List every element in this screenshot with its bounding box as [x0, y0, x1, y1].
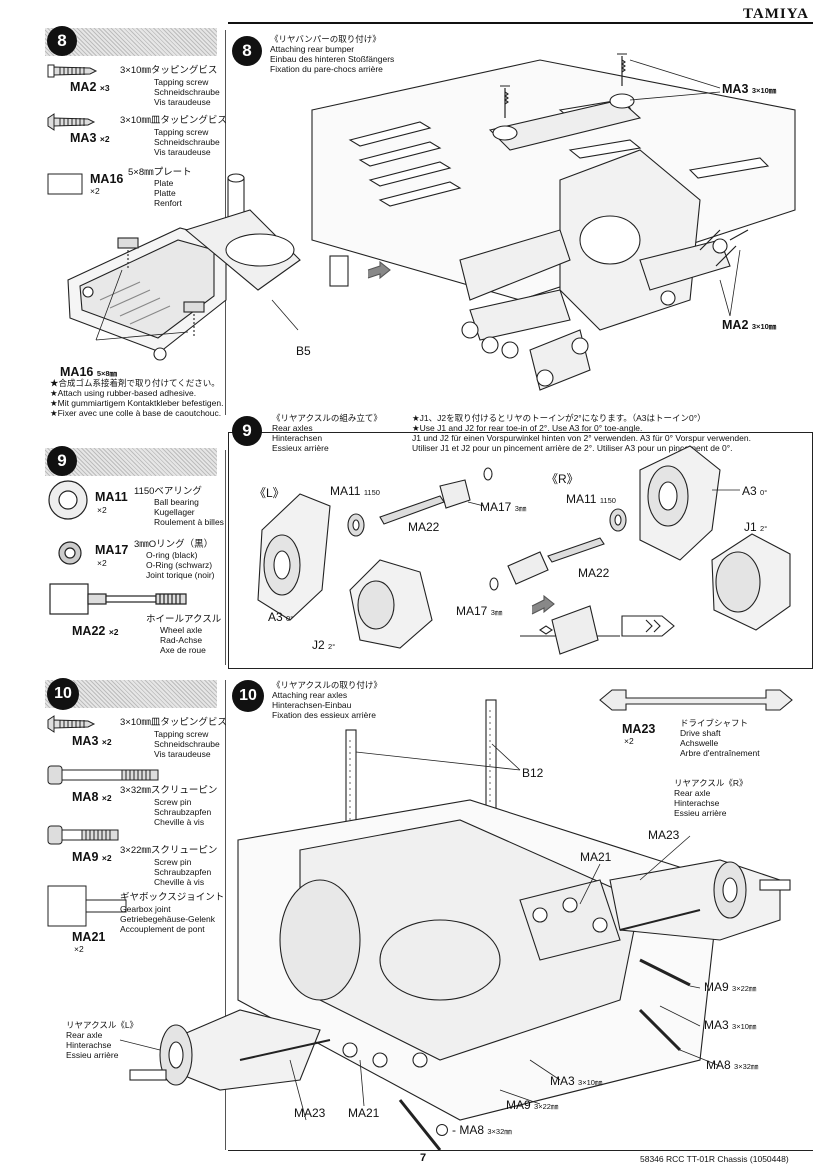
divider-1 — [225, 30, 226, 415]
step10-part-ma9-jp: 3×22㎜スクリューピン — [120, 845, 218, 856]
divider-2 — [225, 450, 226, 665]
step9-badge-main: 9 — [232, 416, 262, 446]
step10-part-ma9-code: MA9 ×2 — [72, 850, 112, 864]
step9-part-ma22-jp: ホイールアクスル — [146, 614, 222, 625]
step8-part-ma3-code: MA3 ×2 — [70, 131, 110, 145]
step8-badge-main: 8 — [232, 36, 262, 66]
step9-badge-left: 9 — [47, 446, 77, 476]
step8-part-ma16-qty: ×2 — [90, 186, 100, 196]
bottom-rule — [228, 1150, 813, 1151]
step8-notes: ★合成ゴム系接着剤で取り付けてください。★Attach using rubber… — [50, 378, 224, 418]
step10-ma8-right: MA8 3×32㎜ — [706, 1058, 759, 1072]
step9-part-ma11-jp: 1150ベアリング — [134, 486, 202, 497]
step8-badge-left: 8 — [47, 26, 77, 56]
step9-part-ma17-desc: O-ring (black)O-Ring (schwarz)Joint tori… — [146, 550, 215, 580]
step10-ma9-bottom: MA9 3×22㎜ — [506, 1098, 559, 1112]
brand-logo: TAMIYA — [742, 6, 809, 22]
step9-ma17-right: MA17 3㎜ — [456, 604, 503, 618]
step8-b5-label: B5 — [296, 344, 311, 358]
step10-part-ma21-code: MA21 — [72, 930, 106, 944]
step9-ma11-right: MA11 1150 — [566, 492, 616, 506]
step10-badge-left: 10 — [47, 678, 79, 710]
step10-ma23-left: MA23 — [294, 1106, 326, 1120]
ma8-screw-head-icon — [436, 1124, 448, 1136]
step8-part-ma2-code: MA2 ×3 — [70, 80, 110, 94]
step8-panel — [228, 28, 811, 415]
step10-ma8-bottom: - MA8 3×32㎜ — [452, 1123, 512, 1137]
step9-part-ma17-code: MA17 — [95, 543, 129, 557]
step10-part-ma8-code: MA8 ×2 — [72, 790, 112, 804]
step10-part-ma21-qty: ×2 — [74, 944, 84, 954]
step10-part-ma8-jp: 3×32㎜スクリューピン — [120, 785, 218, 796]
step10-badge-main: 10 — [232, 680, 264, 712]
divider-3 — [225, 680, 226, 1150]
step9-part-ma17-qty: ×2 — [97, 558, 107, 568]
step10-driveshaft-qty: ×2 — [624, 736, 634, 746]
step9-right-mark: 《R》 — [546, 472, 579, 486]
top-rule — [228, 22, 813, 24]
step9-a3-left: A3 0° — [268, 610, 294, 624]
step8-part-ma2-jp: 3×10㎜タッピングビス — [120, 65, 218, 76]
step9-j2: J2 2° — [312, 638, 336, 652]
step9-part-ma11-code: MA11 — [95, 490, 128, 504]
step9-ma17-left: MA17 3㎜ — [480, 500, 527, 514]
step9-part-ma17-jp: 3㎜Oリング（黒） — [134, 539, 214, 550]
step9-ma11-left: MA11 1150 — [330, 484, 380, 498]
step10-driveshaft-code: MA23 — [622, 722, 656, 736]
step8-part-ma3-jp: 3×10㎜皿タッピングビス — [120, 115, 227, 126]
step8-part-ma16-jp: 5×8㎜プレート — [128, 167, 192, 178]
step10-part-ma21-jp: ギヤボックスジョイント — [120, 892, 225, 903]
step9-left-mark: 《L》 — [254, 486, 285, 500]
step9-ma22-left: MA22 — [408, 520, 440, 534]
step9-ma22-right: MA22 — [578, 566, 610, 580]
step8-ma3-label: MA3 3×10㎜ — [722, 82, 777, 96]
step8-ma2-label: MA2 3×10㎜ — [722, 318, 777, 332]
step10-ma21-left: MA21 — [348, 1106, 380, 1120]
step10-part-ma3-code: MA3 ×2 — [72, 734, 112, 748]
step10-ma3-bottom: MA3 3×10㎜ — [550, 1074, 603, 1088]
step10-part-ma3-jp: 3×10㎜皿タッピングビス — [120, 717, 227, 728]
step10-ma21-right: MA21 — [580, 850, 612, 864]
step10-ma23-right: MA23 — [648, 828, 680, 842]
page-number: 7 — [420, 1152, 427, 1164]
step9-note: ★J1、J2を取り付けるとリヤのトーインが2°になります。（A3はトーイン0°）… — [412, 413, 751, 453]
step10-ma9-right: MA9 3×22㎜ — [704, 980, 757, 994]
step8-sub-ma16-label: MA16 5×8㎜ — [60, 365, 118, 379]
step9-panel — [228, 432, 813, 669]
step10-ma3-right: MA3 3×10㎜ — [704, 1018, 757, 1032]
step9-j1: J1 2° — [744, 520, 768, 534]
step10-b12-label: B12 — [522, 766, 544, 780]
step9-part-ma22-code: MA22 ×2 — [72, 624, 119, 638]
step8-part-ma16-code: MA16 — [90, 172, 124, 186]
step9-part-ma11-qty: ×2 — [97, 505, 107, 515]
step9-a3-right: A3 0° — [742, 484, 768, 498]
footer-text: 58346 RCC TT-01R Chassis (1050448) — [640, 1154, 789, 1164]
